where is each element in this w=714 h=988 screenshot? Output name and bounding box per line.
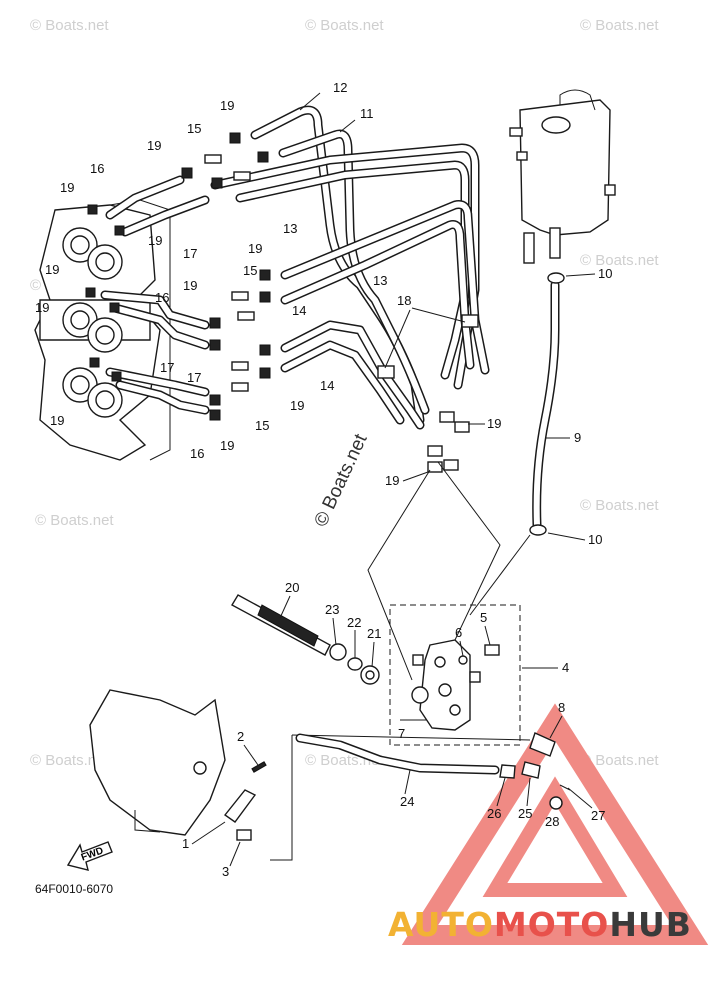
- callout-16: 16: [90, 161, 104, 176]
- callout-19: 19: [290, 398, 304, 413]
- callout-15: 15: [243, 263, 257, 278]
- callout-13: 13: [373, 273, 387, 288]
- callout-19: 19: [487, 416, 501, 431]
- oil-pump-box: [389, 604, 521, 746]
- callout-10: 10: [598, 266, 612, 281]
- cable-24: [295, 733, 500, 775]
- callout-12: 12: [333, 80, 347, 95]
- throttle-body-assembly: [34, 199, 171, 461]
- oil-tank: [509, 89, 616, 264]
- callout-19: 19: [60, 180, 74, 195]
- callout-14: 14: [292, 303, 306, 318]
- brand-wordmark: AUTOMOTOHUB: [388, 905, 692, 944]
- engine-housing: [89, 689, 226, 836]
- callout-18: 18: [397, 293, 411, 308]
- callout-19: 19: [220, 98, 234, 113]
- hose-9: [529, 272, 565, 536]
- callout-16: 16: [190, 446, 204, 461]
- fittings: [499, 732, 571, 810]
- callout-8: 8: [558, 700, 565, 715]
- callout-6: 6: [455, 625, 462, 640]
- callout-4: 4: [562, 660, 569, 675]
- callout-19: 19: [183, 278, 197, 293]
- callout-15: 15: [255, 418, 269, 433]
- watermark: © Boats.net: [580, 17, 659, 34]
- fwd-arrow: FWD: [66, 841, 113, 871]
- brand-logo-triangle: [401, 703, 709, 945]
- callout-10: 10: [588, 532, 602, 547]
- callout-16: 16: [155, 290, 169, 305]
- long-hoses: [210, 105, 490, 430]
- callout-19: 19: [45, 262, 59, 277]
- callout-26: 26: [487, 806, 501, 821]
- leader-lines: [270, 461, 531, 861]
- brand-part-moto: MOTO: [493, 905, 610, 944]
- callout-17: 17: [183, 246, 197, 261]
- callout-19: 19: [148, 233, 162, 248]
- drive-shaft: [231, 594, 380, 685]
- watermark: © Boats.net: [580, 252, 659, 269]
- callout-27: 27: [591, 808, 605, 823]
- hoses-16-17: [100, 175, 210, 415]
- watermark: © Boats.net: [580, 752, 659, 769]
- brand-part-hub: HUB: [609, 905, 692, 944]
- watermark: © Boats.net: [580, 497, 659, 514]
- callout-19: 19: [50, 413, 64, 428]
- watermark-center: © Boats.net: [310, 430, 371, 530]
- diagram-code: 64F0010-6070: [35, 882, 113, 896]
- callout-9: 9: [574, 430, 581, 445]
- callout-2: 2: [237, 729, 244, 744]
- callout-23: 23: [325, 602, 339, 617]
- callout-3: 3: [222, 864, 229, 879]
- oil-pump: [411, 639, 500, 731]
- fwd-label: FWD: [80, 845, 105, 863]
- callout-24: 24: [400, 794, 414, 809]
- callout-28: 28: [545, 814, 559, 829]
- throttle-linkage: [223, 761, 267, 841]
- callout-13: 13: [283, 221, 297, 236]
- callout-21: 21: [367, 626, 381, 641]
- callout-7: 7: [398, 726, 405, 741]
- callout-5: 5: [480, 610, 487, 625]
- callout-19: 19: [220, 438, 234, 453]
- callout-15: 15: [187, 121, 201, 136]
- watermark: © Boats.net: [305, 17, 384, 34]
- callout-14: 14: [320, 378, 334, 393]
- callout-25: 25: [518, 806, 532, 821]
- watermark: © Boats.net: [30, 17, 109, 34]
- callout-19: 19: [35, 300, 49, 315]
- brand-part-auto: AUTO: [388, 905, 494, 944]
- callout-20: 20: [285, 580, 299, 595]
- callout-17: 17: [160, 360, 174, 375]
- callout-19: 19: [248, 241, 262, 256]
- callout-19: 19: [385, 473, 399, 488]
- callout-22: 22: [347, 615, 361, 630]
- callout-19: 19: [147, 138, 161, 153]
- callout-labels: 12 11 19 15 19 16 19 19 17 13 19 15 13 1…: [35, 80, 612, 879]
- watermark: © Boats.net: [35, 512, 114, 529]
- callout-11: 11: [360, 106, 374, 121]
- callout-1: 1: [182, 836, 189, 851]
- callout-17: 17: [187, 370, 201, 385]
- watermark: © Boats.net: [30, 752, 109, 769]
